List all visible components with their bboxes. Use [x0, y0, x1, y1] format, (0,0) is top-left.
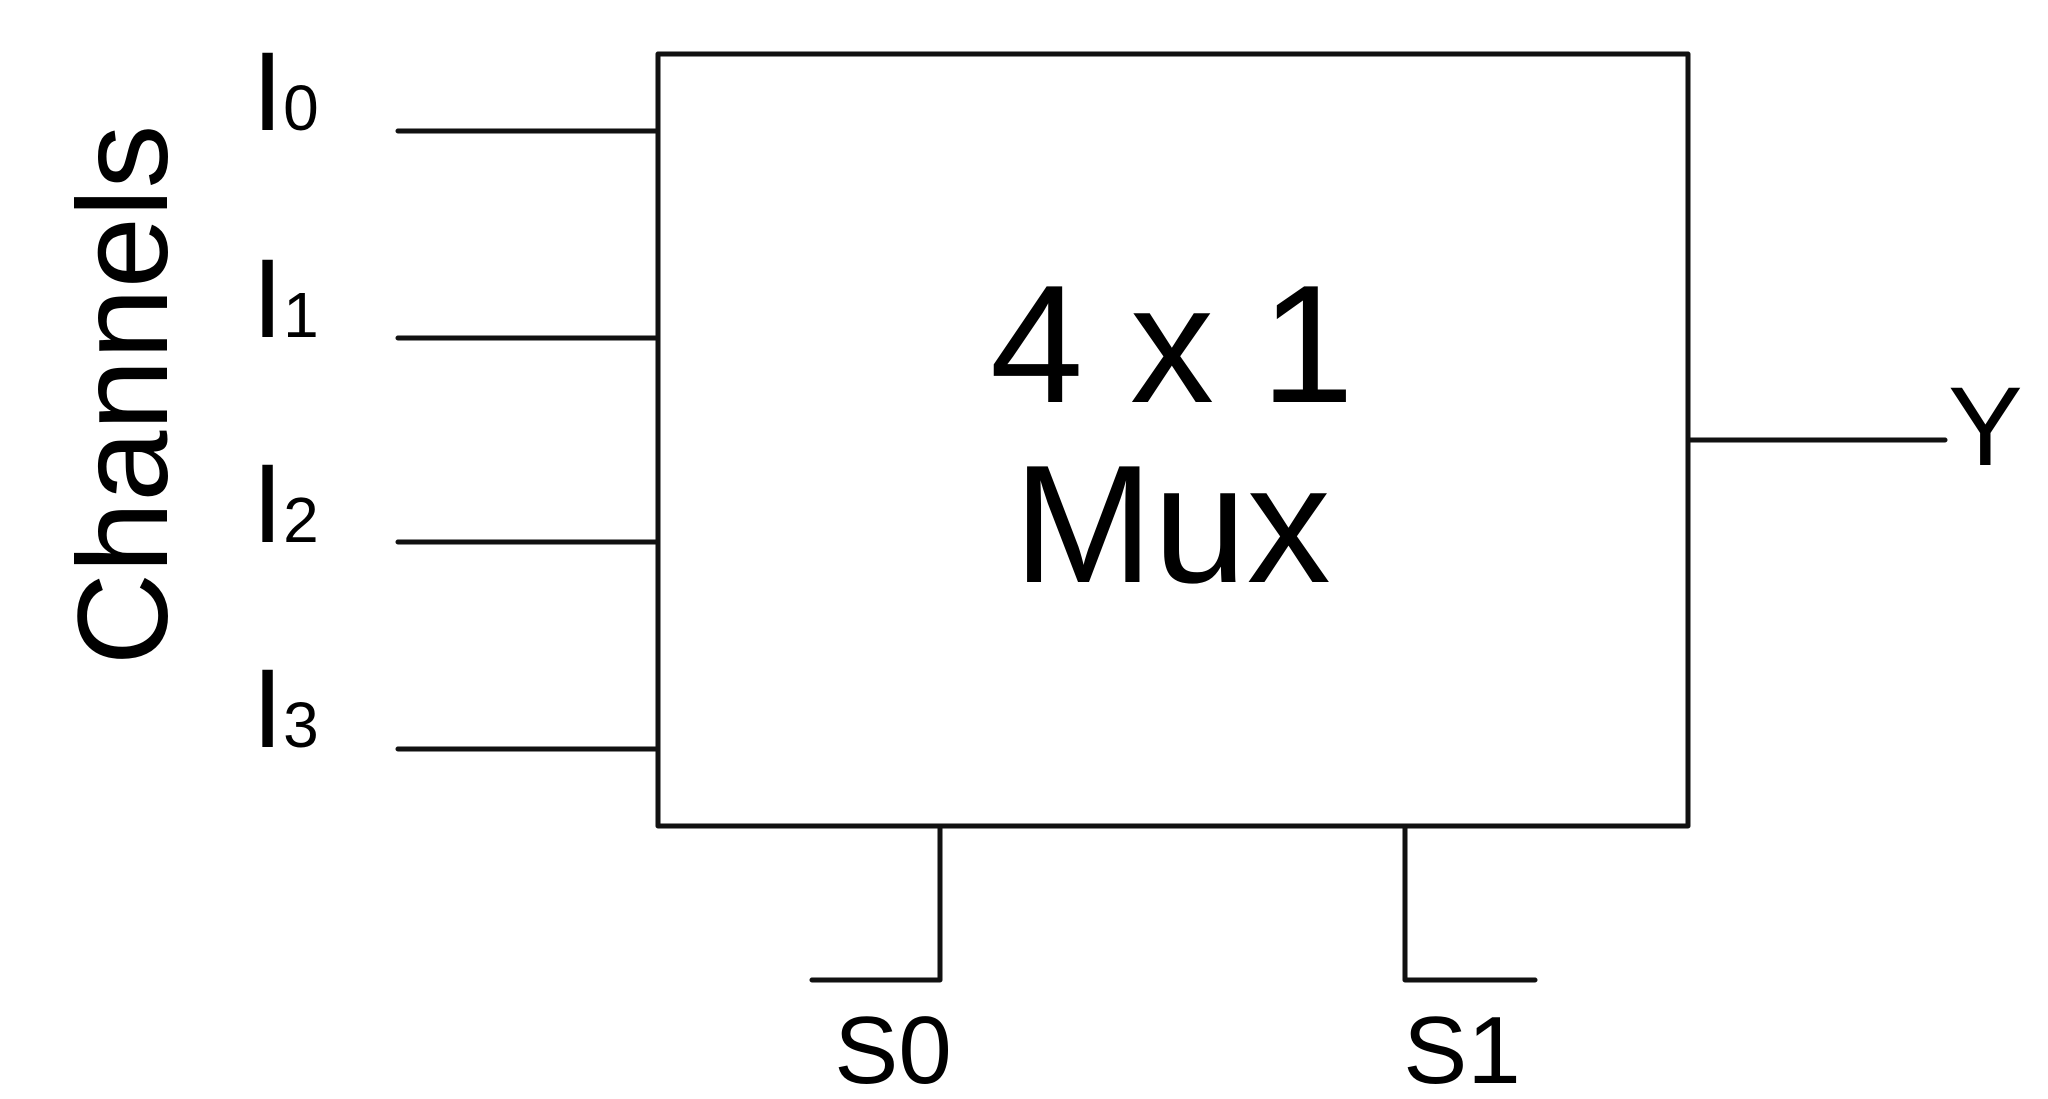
select-label-s0: S0 [834, 997, 951, 1099]
input-label-i0-base: I [252, 29, 283, 154]
input-label-i1-base: I [252, 236, 283, 361]
select-wire-s1 [1402, 823, 1538, 983]
input-label-i3-sub: 3 [283, 689, 319, 761]
input-label-i2-base: I [252, 441, 283, 566]
input-label-i2-sub: 2 [283, 484, 319, 556]
mux-block-size-label: 4 x 1 [990, 250, 1354, 438]
select-wire-s0 [809, 823, 943, 983]
input-label-i0-sub: 0 [283, 72, 319, 144]
output-label: Y [1948, 364, 2023, 489]
mux-block-name-label: Mux [1013, 430, 1330, 618]
input-label-i3: I3 [252, 646, 319, 771]
input-label-i1: I1 [252, 236, 319, 361]
input-label-i0: I0 [252, 29, 319, 154]
mux-block [655, 51, 1691, 829]
channels-label: Channels [52, 125, 195, 666]
select-label-s1: S1 [1403, 997, 1520, 1099]
input-label-i3-base: I [252, 646, 283, 771]
input-label-i1-sub: 1 [283, 279, 319, 351]
input-label-i2: I2 [252, 441, 319, 566]
